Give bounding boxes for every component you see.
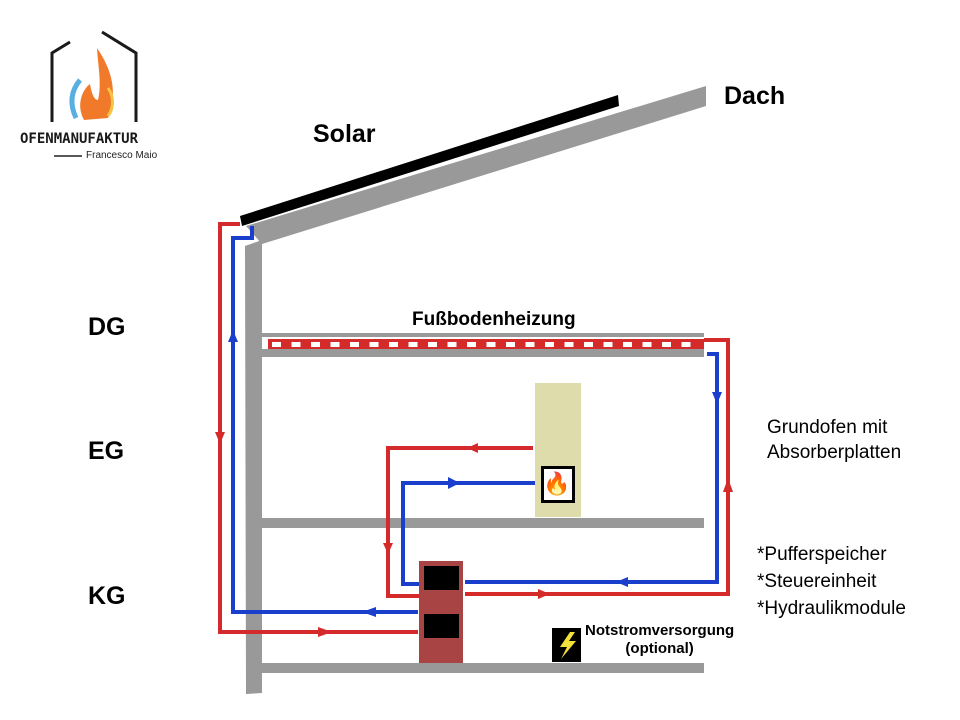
logo-flame-yellow [106, 87, 114, 117]
dg-floor [262, 349, 704, 357]
floor-heating-dash [623, 342, 632, 347]
logo-flame-blue [69, 78, 82, 120]
kg-floor [262, 663, 704, 673]
floor-heating-supply-arrow-up [723, 478, 733, 492]
floor-heating-return-arrow-left [616, 577, 628, 587]
floor-label-kg: KG [88, 582, 126, 610]
eg-floor [262, 518, 704, 528]
floor-heating-return-arrow-down [712, 392, 722, 404]
floor-heating-dash [681, 342, 691, 347]
component-item: *Steuereinheit [757, 571, 877, 592]
logo-name: OFENMANUFAKTUR [20, 131, 139, 147]
components-list: *Pufferspeicher *Steuereinheit *Hydrauli… [757, 541, 906, 622]
floor-heating-dash [564, 342, 574, 347]
component-item: *Pufferspeicher [757, 544, 887, 565]
solar-hot-arrow-right [318, 627, 332, 637]
solar-label: Solar [313, 120, 376, 148]
floor-heating-dash [369, 342, 379, 347]
floor-heating-dash [350, 342, 359, 347]
stove-hot-pipe [386, 446, 533, 598]
floor-heating-dash [272, 342, 281, 347]
floor-heating-dash [408, 342, 418, 347]
emergency-power-label: Notstromversorgung (optional) [585, 622, 734, 658]
floor-heating-dash [584, 342, 593, 347]
stove-firebox-inner [544, 469, 572, 500]
floor-heating-return-pipe [465, 352, 719, 584]
floor-heating-dash [428, 342, 437, 347]
stove-label: Grundofen mit Absorberplatten [767, 415, 901, 465]
logo-house-left [50, 40, 71, 122]
floor-heating-dash [291, 342, 301, 347]
logo-subtitle: Francesco Maio [86, 150, 158, 161]
floor-heating-dash [603, 342, 613, 347]
floor-heating-dash [486, 342, 496, 347]
solar-hot-arrow-down [215, 432, 225, 444]
floor-heating-dash [506, 342, 515, 347]
floor-label-dg: DG [88, 313, 126, 341]
floor-heating-supply-arrow-right [538, 589, 550, 599]
company-logo [50, 30, 138, 157]
floor-label-eg: EG [88, 437, 125, 465]
stove-hot-arrow-left [467, 443, 478, 453]
solar-cold-arrow-left [362, 607, 376, 617]
roof-label: Dach [724, 82, 786, 110]
floor-heating-dash [545, 342, 554, 347]
emergency-power-label-line-2: (optional) [625, 640, 694, 657]
roof-slab [246, 86, 706, 244]
floor-heating-dash [662, 342, 671, 347]
stove-hot-arrow-down [383, 543, 393, 554]
buffer-tank-window-upper [424, 566, 459, 590]
logo-flame-orange [80, 48, 113, 120]
house-wall [245, 240, 262, 694]
stove-label-line-2: Absorberplatten [767, 442, 902, 463]
floor-heating-dash [525, 342, 535, 347]
floor-heating-supply-pipe [465, 338, 730, 596]
floor-heating-dash [311, 342, 320, 347]
stove-cold-pipe [401, 481, 535, 586]
dg-ceiling-line [262, 333, 704, 337]
floor-heating-coil [268, 339, 704, 349]
buffer-tank-window-lower [424, 614, 459, 638]
fire-icon: 🔥 [543, 471, 571, 496]
solar-cold-pipe [231, 226, 418, 614]
component-item: *Hydraulikmodule [757, 598, 906, 619]
floor-heating-label: Fußbodenheizung [412, 309, 576, 330]
floor-heating-dash [389, 342, 398, 347]
solar-panel [240, 95, 619, 226]
logo-house-right [101, 30, 138, 122]
stove-cold-arrow-right [448, 477, 460, 489]
floor-heating-dash [642, 342, 652, 347]
floor-heating-dash [467, 342, 476, 347]
lightning-icon [560, 632, 576, 659]
floor-heating-dash [330, 342, 340, 347]
solar-cold-arrow-up [228, 330, 238, 342]
floor-heating-dash [447, 342, 457, 347]
stove-label-line-1: Grundofen mit [767, 417, 888, 438]
emergency-power-label-line-1: Notstromversorgung [585, 622, 735, 639]
